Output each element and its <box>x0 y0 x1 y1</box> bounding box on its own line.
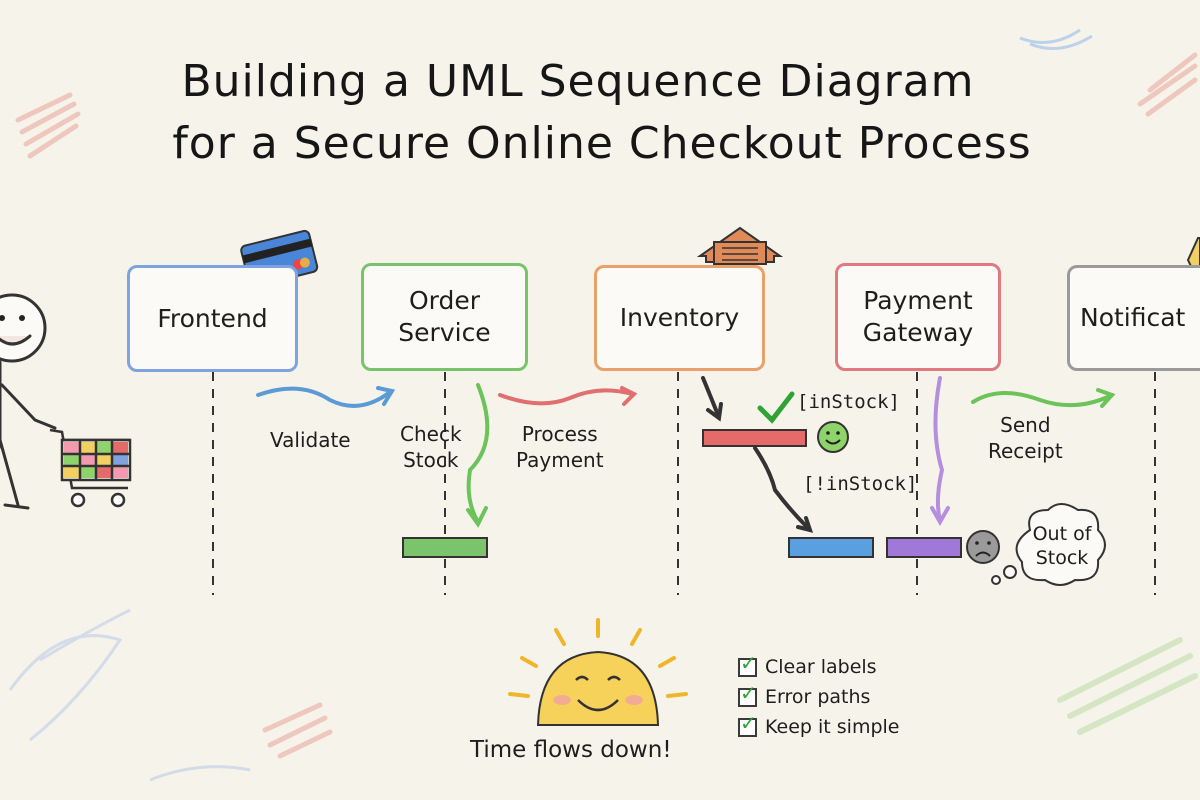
participant-label: Inventory <box>619 303 740 332</box>
arrow-to-not-instock <box>753 446 810 530</box>
checklist-item-label: Keep it simple <box>765 716 900 738</box>
checklist-item-label: Error paths <box>765 686 871 708</box>
diagram-title-line-2: for a Secure Online Checkout Process <box>172 118 1032 169</box>
thought-cloud <box>991 503 1106 586</box>
message-arrows <box>256 376 1116 533</box>
message-label-check-stock: Check Stock <box>400 422 462 472</box>
sad-face-icon <box>966 530 1000 564</box>
activation-payment <box>886 537 962 558</box>
warehouse-icon <box>696 226 784 265</box>
guard-not-in-stock: [!inStock] <box>803 473 918 495</box>
checklist-item: Clear labels <box>738 651 877 678</box>
arrow-send-receipt <box>971 390 1112 408</box>
check-icon <box>757 391 795 424</box>
out-of-stock-callout: Out of Stock <box>1032 523 1092 569</box>
message-label-send-receipt: Send Receipt <box>988 413 1063 463</box>
participant-label: Notificat <box>1080 303 1186 332</box>
participant-label: Payment Gateway <box>862 286 974 347</box>
arrow-validate <box>256 386 392 408</box>
activation-order-service <box>402 537 488 558</box>
arrow-check-stock <box>466 383 490 524</box>
checklist-item-label: Clear labels <box>765 656 877 678</box>
time-flows-caption: Time flows down! <box>470 737 672 763</box>
diagram-title-line-1: Building a UML Sequence Diagram <box>181 56 975 107</box>
message-label-process-payment: Process Payment <box>516 422 604 472</box>
participant-label: Order Service <box>398 286 491 347</box>
checklist-item: Error paths <box>738 681 871 708</box>
arrow-process-payment <box>498 388 634 406</box>
arrow-to-instock <box>701 376 720 417</box>
participant-payment-gateway: Payment Gateway <box>835 263 1001 371</box>
shopping-cart-icon <box>49 428 132 508</box>
participant-order-service: Order Service <box>361 263 528 371</box>
smiley-icon <box>817 421 849 453</box>
checkbox-checked-icon <box>738 681 757 707</box>
participant-label: Frontend <box>157 303 268 333</box>
checklist-item: Keep it simple <box>738 711 900 738</box>
activation-inventory-instock <box>702 429 807 447</box>
checkbox-checked-icon <box>738 651 757 677</box>
activation-inventory-outofstock <box>788 537 874 558</box>
activation-bars <box>402 429 962 558</box>
participant-inventory: Inventory <box>594 265 765 371</box>
checkbox-checked-icon <box>738 711 757 737</box>
message-label-validate: Validate <box>270 428 351 452</box>
decorative-scribbles <box>8 28 1198 782</box>
lifelines <box>212 372 1156 595</box>
guard-in-stock: [inStock] <box>797 391 900 413</box>
participant-notification: Notificat <box>1067 265 1200 371</box>
participant-frontend: Frontend <box>127 265 298 372</box>
arrow-payment-down <box>933 376 945 522</box>
sun-icon <box>508 618 688 726</box>
stick-figure-icon <box>0 293 57 510</box>
